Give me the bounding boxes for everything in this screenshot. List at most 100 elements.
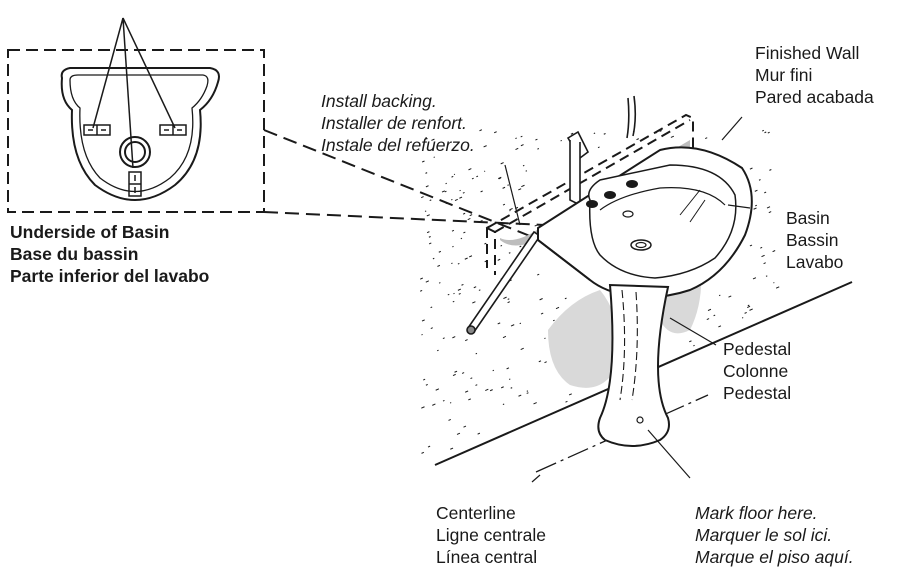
- stipple-dot: [421, 451, 425, 454]
- stipple-dot: [537, 148, 540, 150]
- stipple-dot: [502, 335, 507, 339]
- bracket-bottom: [128, 171, 142, 197]
- wall-label-en: Finished Wall: [755, 43, 860, 63]
- stipple-dot: [452, 336, 456, 339]
- pedestal-leader: [669, 317, 717, 346]
- stipple-dot: [762, 129, 765, 132]
- underside-of-basin-label: Underside of Basin Base du bassin Parte …: [10, 221, 209, 287]
- backing-label-en: Install backing.: [321, 91, 437, 111]
- stipple-dot: [438, 250, 442, 253]
- stipple-dot: [438, 282, 441, 284]
- stipple-dot: [502, 403, 505, 406]
- stipple-dot: [450, 447, 454, 450]
- stipple-dot: [659, 130, 662, 132]
- stipple-dot: [761, 254, 765, 258]
- stipple-dot: [507, 301, 510, 304]
- stipple-dot: [463, 425, 467, 428]
- stipple-dot: [518, 188, 522, 191]
- stipple-dot: [749, 308, 753, 311]
- stipple-dot: [769, 169, 772, 171]
- stipple-dot: [421, 406, 425, 409]
- stipple-dot: [747, 304, 750, 307]
- stipple-dot: [457, 288, 462, 291]
- stipple-dot: [484, 242, 487, 245]
- stipple-dot: [468, 168, 472, 171]
- stipple-dot: [500, 244, 503, 247]
- stipple-dot: [425, 185, 429, 188]
- stipple-dot: [560, 139, 562, 142]
- stipple-dot: [713, 314, 716, 317]
- stipple-dot: [433, 156, 435, 158]
- stipple-dot: [519, 322, 522, 325]
- stipple-dot: [430, 327, 433, 330]
- stipple-dot: [452, 373, 456, 377]
- wall-label-fr: Mur fini: [755, 65, 813, 85]
- stipple-dot: [451, 198, 453, 201]
- stipple-dot: [420, 289, 423, 292]
- stipple-dot: [465, 339, 468, 342]
- stipple-dot: [483, 145, 487, 148]
- stipple-dot: [442, 399, 445, 402]
- stipple-dot: [705, 137, 708, 140]
- stipple-dot: [515, 137, 517, 140]
- stipple-dot: [749, 244, 753, 247]
- stipple-dot: [427, 445, 431, 448]
- stipple-dot: [456, 432, 461, 435]
- basin-label: Basin Bassin Lavabo: [786, 207, 843, 273]
- stipple-dot: [535, 138, 538, 141]
- stipple-dot: [520, 347, 524, 351]
- stipple-dot: [544, 337, 546, 340]
- stipple-dot: [441, 190, 446, 193]
- stipple-dot: [445, 202, 448, 205]
- stipple-dot: [459, 196, 463, 199]
- stipple-dot: [425, 172, 428, 174]
- pedestal-label-en: Pedestal: [723, 339, 792, 359]
- stipple-dot: [471, 177, 474, 180]
- stipple-dot: [760, 246, 763, 249]
- centerline-label: Centerline Ligne centrale Línea central: [436, 502, 546, 568]
- inset-dashed-frame: [7, 49, 265, 213]
- stipple-dot: [718, 325, 722, 328]
- stipple-dot: [565, 400, 568, 403]
- basin-label-es: Lavabo: [786, 252, 844, 272]
- stipple-dot: [507, 184, 509, 186]
- centerline-label-en: Centerline: [436, 503, 516, 523]
- basin-outline-inner: [69, 74, 209, 193]
- stipple-dot: [453, 173, 456, 176]
- stipple-dot: [485, 388, 489, 392]
- stipple-dot: [461, 283, 464, 286]
- stipple-dot: [497, 322, 501, 325]
- stipple-dot: [426, 231, 430, 234]
- stipple-dot: [451, 229, 455, 232]
- stipple-dot: [593, 132, 596, 135]
- stipple-dot: [465, 390, 469, 393]
- stipple-dot: [425, 383, 428, 386]
- stipple-dot: [706, 318, 710, 321]
- stipple-dot: [468, 398, 471, 401]
- stipple-dot: [447, 293, 450, 296]
- stipple-dot: [462, 191, 465, 194]
- stipple-dot: [526, 390, 529, 392]
- stipple-dot: [570, 132, 574, 135]
- stipple-dot: [728, 295, 732, 298]
- stipple-dot: [454, 198, 458, 202]
- stipple-dot: [457, 262, 460, 265]
- stipple-dot: [448, 418, 451, 421]
- underside-inset: [7, 17, 265, 213]
- stipple-dot: [564, 297, 567, 300]
- stipple-dot: [484, 260, 487, 263]
- backing-board: [486, 113, 694, 275]
- stipple-dot: [753, 207, 757, 210]
- stipple-dot: [430, 306, 433, 309]
- stipple-dot: [428, 242, 432, 245]
- stipple-dot: [463, 231, 466, 234]
- stipple-dot: [484, 170, 486, 172]
- stipple-dot: [477, 432, 481, 435]
- stipple-dot: [432, 257, 435, 260]
- install-backing-label: Install backing. Installer de renfort. I…: [321, 90, 475, 156]
- stipple-dot: [459, 189, 461, 192]
- stipple-dot: [437, 264, 441, 267]
- stipple-dot: [451, 175, 454, 178]
- centerline-leader: [531, 474, 541, 483]
- stipple-dot: [425, 137, 427, 139]
